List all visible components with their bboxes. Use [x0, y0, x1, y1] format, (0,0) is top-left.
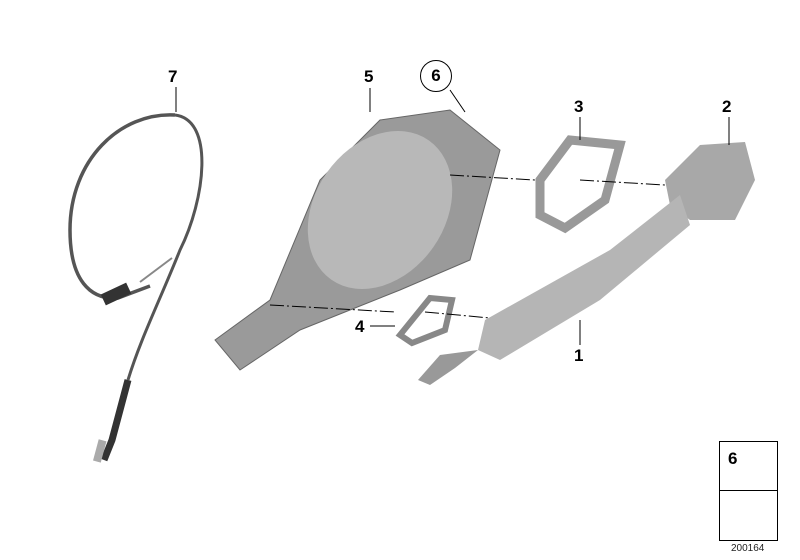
handle-part-1 — [478, 195, 690, 360]
legend-item-number: 6 — [728, 449, 738, 468]
callout-1[interactable]: 1 — [574, 346, 584, 365]
legend-screw-cell: 6 — [720, 442, 777, 491]
callout-5[interactable]: 5 — [364, 67, 374, 86]
endcap-part-2 — [665, 142, 755, 220]
callout-2[interactable]: 2 — [722, 97, 732, 116]
gasket-part-4 — [395, 294, 456, 347]
callout-4[interactable]: 4 — [355, 317, 365, 336]
cable-part-7 — [68, 113, 204, 463]
gasket-part-3 — [535, 135, 626, 234]
legend-box: 6 — [719, 441, 778, 541]
leader-lines — [175, 87, 730, 345]
callout-7[interactable]: 7 — [168, 67, 178, 86]
callout-3[interactable]: 3 — [574, 97, 584, 116]
callout-6-circled[interactable]: 6 — [420, 60, 452, 92]
carrier-part-5 — [214, 109, 501, 371]
image-id: 200164 — [731, 543, 765, 554]
alignment-lines — [269, 174, 666, 319]
